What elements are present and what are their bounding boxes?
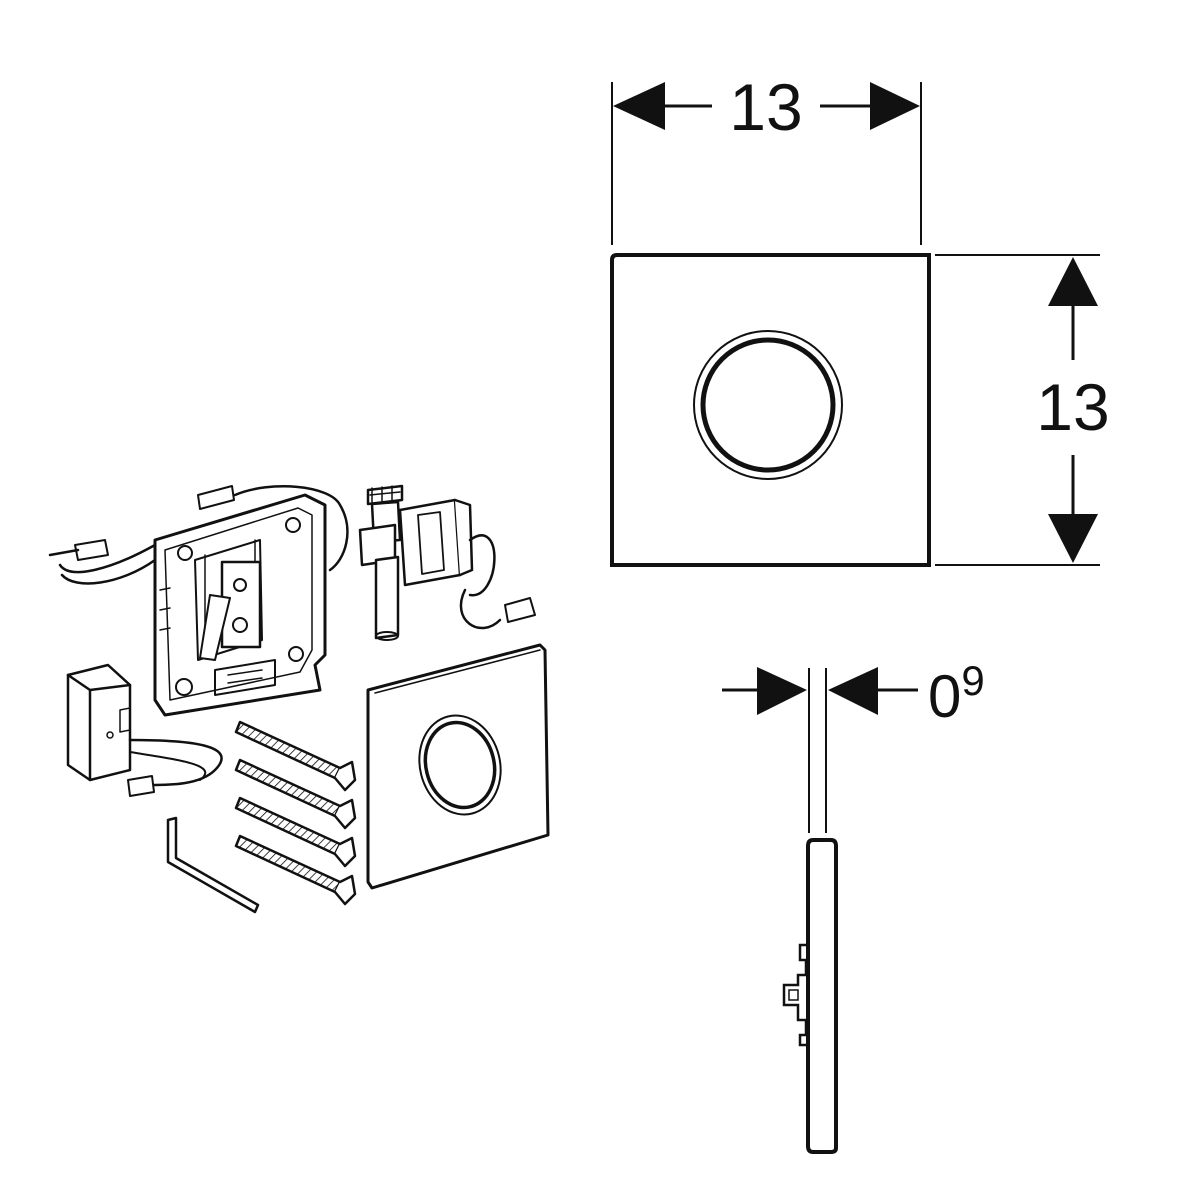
power-supply: [66, 663, 223, 797]
mounting-frame: [48, 485, 349, 717]
arrow-right-icon: [870, 82, 920, 130]
flush-button: [700, 337, 836, 473]
arrow-up-icon: [1048, 257, 1098, 306]
threaded-rods: [234, 720, 357, 906]
arrow-right-icon: [757, 667, 807, 715]
arrow-left-icon: [828, 667, 878, 715]
arrow-down-icon: [1048, 514, 1098, 563]
mounting-clip-profile: [782, 943, 808, 1047]
thickness-superscript: 9: [961, 657, 984, 704]
arrow-left-icon: [613, 82, 665, 130]
cover-plate-profile: [806, 838, 838, 1154]
hex-key: [166, 816, 260, 914]
thickness-dimension: 09: [722, 657, 985, 730]
cover-plate-isometric: [366, 643, 550, 890]
solenoid-valve: [358, 484, 536, 641]
side-view: [782, 668, 838, 1154]
thickness-value: 09: [928, 657, 985, 730]
cover-plate-outline: [610, 253, 931, 567]
height-value: 13: [1036, 370, 1109, 444]
flush-button-ring: [693, 330, 843, 480]
front-view: [610, 253, 931, 567]
parts-illustration: [48, 484, 550, 914]
thickness-main: 0: [928, 663, 961, 730]
width-dimension: 13: [611, 70, 922, 245]
width-value: 13: [729, 70, 802, 144]
height-dimension: 13: [935, 254, 1110, 566]
